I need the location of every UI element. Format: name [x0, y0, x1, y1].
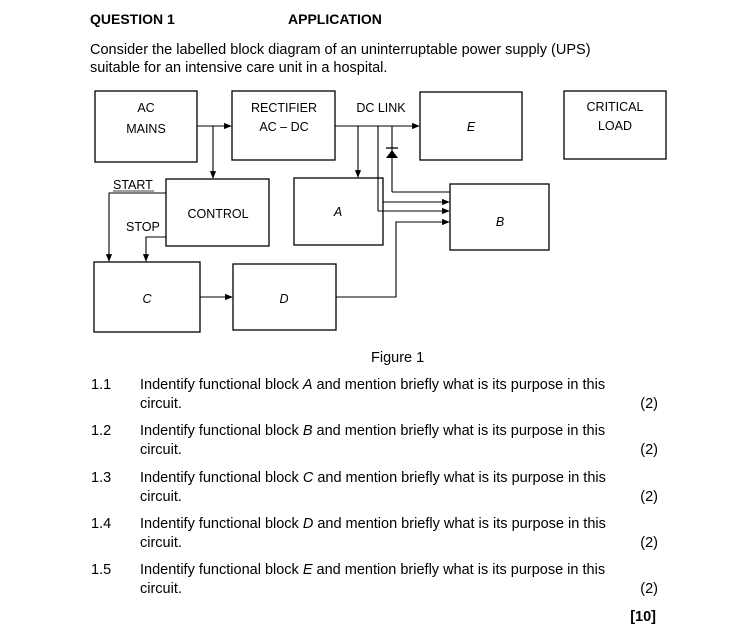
- block-c-label: C: [142, 292, 152, 306]
- question-text-line-2: circuit.: [140, 489, 182, 505]
- rectifier-label-2: AC – DC: [259, 120, 308, 134]
- critical-load-label-2: LOAD: [598, 119, 632, 133]
- block-d-label: D: [279, 292, 288, 306]
- question-number: 1.1: [91, 377, 112, 393]
- question-number: 1.2: [91, 423, 112, 439]
- diode-icon: [386, 147, 398, 158]
- question-text-post: and mention briefly what is its purpose …: [312, 377, 606, 393]
- block-e: [419, 91, 523, 161]
- question-text: Indentify functional block C and mention…: [140, 470, 606, 486]
- question-number: 1.4: [91, 516, 112, 532]
- question-block-letter: D: [302, 516, 314, 532]
- block-a-label: A: [333, 205, 342, 219]
- dc-link-label: DC LINK: [356, 101, 406, 115]
- question-marks: (2): [640, 581, 658, 597]
- critical-load-block: [563, 90, 667, 160]
- question-text-post: and mention briefly what is its purpose …: [313, 516, 606, 532]
- intro-line-2: suitable for an intensive care unit in a…: [90, 60, 388, 76]
- question-text-post: and mention briefly what is its purpose …: [312, 423, 606, 439]
- intro-line-1: Consider the labelled block diagram of a…: [90, 42, 591, 58]
- control-block: [165, 178, 270, 247]
- control-label: CONTROL: [187, 207, 248, 221]
- question-text-line-2: circuit.: [140, 442, 182, 458]
- rectifier-label-1: RECTIFIER: [251, 101, 317, 115]
- ac-mains-label-2: MAINS: [126, 122, 166, 136]
- question-text-line-2: circuit.: [140, 535, 182, 551]
- question-marks: (2): [640, 396, 658, 412]
- question-block-letter: A: [302, 377, 313, 393]
- question-number: 1.5: [91, 562, 112, 578]
- question-text-pre: Indentify functional block: [140, 377, 303, 393]
- question-text-post: and mention briefly what is its purpose …: [312, 562, 606, 578]
- question-marks: (2): [640, 535, 658, 551]
- critical-load-label-1: CRITICAL: [587, 100, 644, 114]
- start-signal-arrow: [105, 192, 166, 262]
- question-text-pre: Indentify functional block: [140, 562, 303, 578]
- start-label: START: [113, 178, 153, 192]
- question-text-pre: Indentify functional block: [140, 516, 303, 532]
- question-text: Indentify functional block B and mention…: [140, 423, 605, 439]
- figure-caption: Figure 1: [371, 350, 425, 366]
- question-text-pre: Indentify functional block: [140, 423, 303, 439]
- total-marks: [10]: [630, 609, 656, 625]
- question-text: Indentify functional block D and mention…: [140, 516, 606, 532]
- stop-label: STOP: [126, 220, 160, 234]
- question-text: Indentify functional block E and mention…: [140, 562, 605, 578]
- question-title: QUESTION 1: [90, 11, 175, 27]
- block-e-label: E: [467, 120, 476, 134]
- stop-signal-arrow: [142, 236, 166, 262]
- question-text-line-2: circuit.: [140, 396, 182, 412]
- question-block-letter: B: [302, 423, 313, 439]
- question-text-pre: Indentify functional block: [140, 470, 303, 486]
- question-text-post: and mention briefly what is its purpose …: [313, 470, 606, 486]
- question-text: Indentify functional block A and mention…: [140, 377, 605, 393]
- question-block-letter: E: [302, 562, 313, 578]
- question-block-letter: C: [302, 470, 314, 486]
- question-text-line-2: circuit.: [140, 581, 182, 597]
- block-b: [449, 183, 550, 251]
- question-marks: (2): [640, 489, 658, 505]
- question-marks: (2): [640, 442, 658, 458]
- question-number: 1.3: [91, 470, 112, 486]
- ac-mains-label-1: AC: [137, 101, 154, 115]
- block-b-label: B: [496, 215, 504, 229]
- section-title: APPLICATION: [288, 11, 382, 27]
- d-to-b-arrow: [336, 218, 450, 298]
